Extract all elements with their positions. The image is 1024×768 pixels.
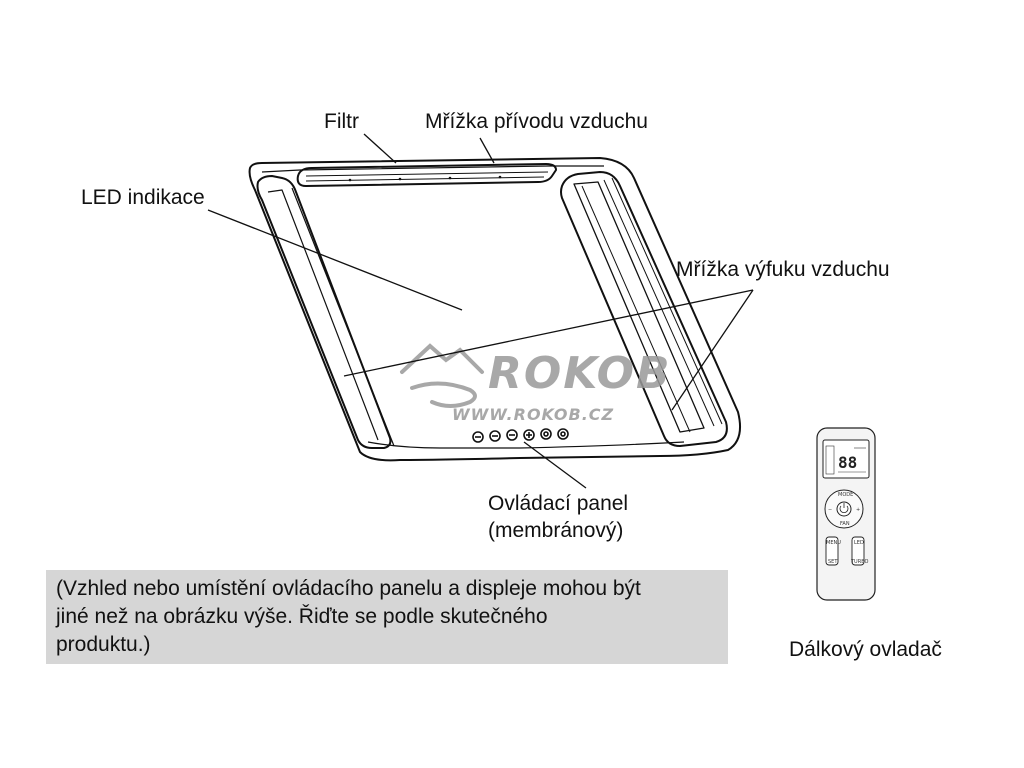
intake-grille-label: Mřížka přívodu vzduchu — [425, 110, 648, 133]
indoor-unit — [248, 157, 741, 462]
panel-button-4 — [523, 429, 535, 441]
watermark-brand: ROKOB — [488, 348, 672, 399]
remote-fan-label: FAN — [840, 521, 850, 527]
filter-label: Filtr — [324, 110, 359, 133]
remote-menu-label: MENU — [826, 540, 841, 546]
disclaimer-line-1: (Vzhled nebo umístění ovládacího panelu … — [56, 577, 641, 600]
remote-menu-button — [825, 536, 839, 566]
control-panel-leader — [523, 441, 587, 489]
control-panel-sublabel: (membránový) — [488, 519, 624, 542]
control-panel-label: Ovládací panel — [488, 492, 629, 515]
exhaust-grille-label: Mřížka výfuku vzduchu — [676, 258, 890, 281]
remote-minus-label: − — [828, 507, 832, 513]
exhaust-leader-a — [343, 289, 754, 377]
watermark: ROKOB WWW.ROKOB.CZ — [400, 343, 672, 424]
exhaust-leader-b — [671, 289, 754, 411]
control-panel-buttons — [472, 428, 569, 443]
led-leader — [207, 209, 463, 311]
filter-leader — [363, 133, 397, 164]
remote-display — [822, 439, 870, 479]
intake-grille-shape — [296, 163, 557, 187]
led-indication-label: LED indikace — [81, 186, 205, 209]
panel-button-2 — [489, 430, 501, 442]
remote-set-label: SET — [828, 559, 838, 565]
remote-plus-label: + — [856, 507, 860, 513]
watermark-mountain-logo — [400, 343, 484, 408]
panel-button-5 — [540, 428, 552, 440]
remote-control: 88 MODE FAN − + MENU LED SET TURBO — [816, 427, 876, 601]
exhaust-grille-shape — [560, 171, 728, 447]
intake-leader — [479, 137, 495, 164]
watermark-url: WWW.ROKOB.CZ — [452, 405, 614, 424]
remote-mode-label: MODE — [838, 492, 853, 498]
panel-button-6 — [557, 428, 569, 440]
remote-display-digits: 88 — [838, 453, 857, 472]
panel-button-3 — [506, 429, 518, 441]
unit-body — [248, 157, 741, 462]
disclaimer-note: (Vzhled nebo umístění ovládacího panelu … — [46, 570, 728, 664]
remote-led-button — [851, 536, 865, 566]
leader-lines — [207, 133, 754, 489]
remote-led-label: LED — [854, 540, 864, 546]
panel-button-1 — [472, 431, 484, 443]
left-side-rail — [256, 175, 392, 449]
disclaimer-line-2: jiné než na obrázku výše. Řiďte se podle… — [56, 605, 548, 628]
remote-power-button — [836, 501, 852, 517]
disclaimer-line-3: produktu.) — [56, 633, 151, 656]
intake-grille-slots — [348, 175, 502, 182]
remote-turbo-label: TURBO — [850, 559, 869, 565]
remote-control-label: Dálkový ovladač — [789, 638, 942, 661]
